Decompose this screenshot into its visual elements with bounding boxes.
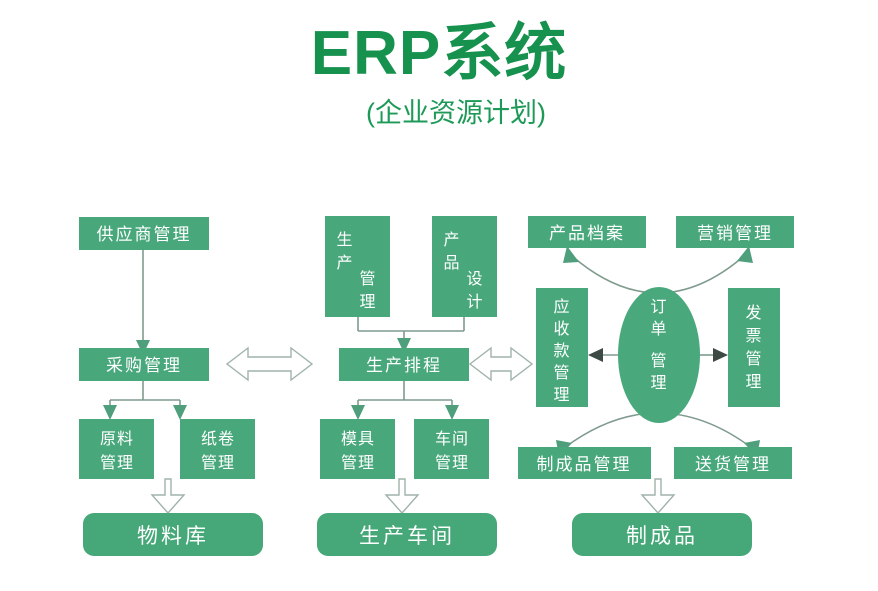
connector-order-to-invoice xyxy=(700,348,728,362)
node-label-order-mgmt-char1: 订 xyxy=(650,298,667,316)
node-label-paper-roll-mgmt-line1: 纸卷 xyxy=(201,430,235,448)
node-mold-mgmt[interactable]: 模具 管理 xyxy=(320,419,395,479)
node-label-paper-roll-mgmt-line2: 管理 xyxy=(201,454,235,472)
node-label-product-design-char4: 计 xyxy=(466,293,483,311)
node-receivable-mgmt[interactable]: 应 收 款 管 理 xyxy=(536,288,588,407)
node-label-material-warehouse: 物料库 xyxy=(137,525,209,548)
node-label-production-mgmt-char4: 理 xyxy=(359,294,376,311)
node-workshop-mgmt[interactable]: 车间 管理 xyxy=(414,419,489,479)
node-label-mold-mgmt-line2: 管理 xyxy=(341,454,375,472)
node-label-supplier-mgmt: 供应商管理 xyxy=(97,225,192,244)
connector-purchase-branch xyxy=(103,381,187,420)
node-label-receivable-mgmt-char5: 理 xyxy=(553,387,570,404)
node-purchase-mgmt[interactable]: 采购管理 xyxy=(79,348,209,381)
node-label-product-design-char1: 产 xyxy=(443,231,460,249)
node-label-invoice-mgmt-char1: 发 xyxy=(745,304,762,322)
connector-schedule-branch xyxy=(351,381,459,420)
node-label-invoice-mgmt-char4: 理 xyxy=(745,374,762,391)
node-label-invoice-mgmt-char3: 管 xyxy=(745,350,762,368)
node-label-finished-goods-mgmt: 制成品管理 xyxy=(537,455,632,474)
node-label-invoice-mgmt-char2: 票 xyxy=(745,328,762,345)
node-label-mold-mgmt-line1: 模具 xyxy=(341,430,375,448)
connector-production-merge xyxy=(357,317,465,353)
node-label-production-mgmt-char3: 管 xyxy=(359,270,376,288)
node-label-receivable-mgmt-char4: 管 xyxy=(553,364,570,382)
block-arrow-to-production-workshop xyxy=(384,478,420,515)
node-label-order-mgmt-char4: 理 xyxy=(650,375,667,392)
node-production-workshop[interactable]: 生产车间 xyxy=(317,513,497,556)
node-invoice-mgmt[interactable]: 发 票 管 理 xyxy=(728,288,780,407)
node-product-archive[interactable]: 产品档案 xyxy=(528,216,646,248)
node-supplier-mgmt[interactable]: 供应商管理 xyxy=(79,217,209,250)
node-finished-goods-mgmt[interactable]: 制成品管理 xyxy=(518,447,651,479)
node-delivery-mgmt[interactable]: 送货管理 xyxy=(674,447,792,479)
node-marketing-mgmt[interactable]: 营销管理 xyxy=(676,216,794,248)
node-label-receivable-mgmt-char1: 应 xyxy=(553,297,570,316)
node-label-production-workshop: 生产车间 xyxy=(359,525,455,548)
node-label-production-schedule: 生产排程 xyxy=(366,356,442,375)
title-block: ERP系统 (企业资源计划) xyxy=(0,18,878,130)
node-label-workshop-mgmt-line2: 管理 xyxy=(435,454,469,472)
node-label-product-archive: 产品档案 xyxy=(549,224,625,243)
node-label-product-design-char3: 设 xyxy=(466,270,483,288)
connector-order-curve-up xyxy=(563,246,753,294)
node-label-order-mgmt-char2: 单 xyxy=(650,320,667,338)
node-label-workshop-mgmt-line1: 车间 xyxy=(435,430,469,448)
bidirectional-arrow-purchase-schedule xyxy=(225,346,314,382)
node-label-delivery-mgmt: 送货管理 xyxy=(695,455,771,474)
bidirectional-arrow-schedule-receivable xyxy=(468,346,534,382)
node-production-mgmt[interactable]: 生 产 管 理 xyxy=(325,216,390,317)
node-order-mgmt[interactable]: 订 单 管 理 xyxy=(618,287,700,423)
node-label-receivable-mgmt-char2: 收 xyxy=(553,320,570,338)
block-arrow-to-material-warehouse xyxy=(150,478,186,515)
page-title: ERP系统 xyxy=(310,19,568,88)
node-label-purchase-mgmt: 采购管理 xyxy=(106,356,182,375)
node-label-production-mgmt-char1: 生 xyxy=(336,231,353,249)
node-paper-roll-mgmt[interactable]: 纸卷 管理 xyxy=(180,419,255,479)
block-arrow-to-finished-goods xyxy=(640,478,676,515)
node-material-warehouse[interactable]: 物料库 xyxy=(83,513,263,556)
connector-order-to-receivable xyxy=(588,348,618,362)
connector-supplier-to-purchase xyxy=(136,249,150,355)
node-production-schedule[interactable]: 生产排程 xyxy=(339,348,469,381)
node-label-marketing-mgmt: 营销管理 xyxy=(697,224,773,243)
node-label-raw-material-mgmt-line1: 原料 xyxy=(100,430,134,448)
node-raw-material-mgmt[interactable]: 原料 管理 xyxy=(79,419,154,479)
node-label-finished-goods: 制成品 xyxy=(626,525,698,548)
node-label-product-design-char2: 品 xyxy=(443,255,460,272)
node-label-production-mgmt-char2: 产 xyxy=(336,254,353,272)
node-product-design[interactable]: 产 品 设 计 xyxy=(432,216,497,317)
node-label-receivable-mgmt-char3: 款 xyxy=(553,342,570,360)
node-finished-goods[interactable]: 制成品 xyxy=(572,513,752,556)
page-subtitle: (企业资源计划) xyxy=(366,98,546,128)
node-label-raw-material-mgmt-line2: 管理 xyxy=(100,454,134,472)
node-label-order-mgmt-char3: 管 xyxy=(650,352,667,370)
